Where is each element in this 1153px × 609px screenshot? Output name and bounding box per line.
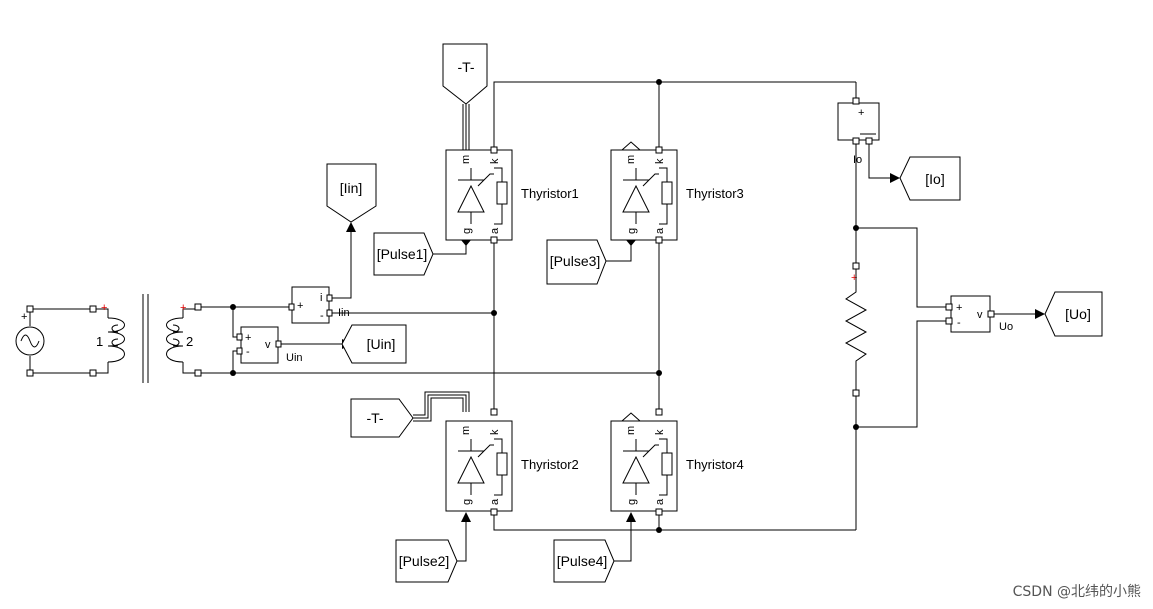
- uin-plus-sign: +: [245, 332, 251, 344]
- thyristor1-pin-k: k: [489, 158, 501, 164]
- thyristor4-pin-g: g: [626, 499, 638, 505]
- thyristor3-pin-a: a: [654, 227, 666, 234]
- from-pulse1-label: [Pulse1]: [377, 246, 428, 262]
- uin-sensor-label: Uin: [286, 352, 303, 364]
- thyristor2-pin-k: k: [489, 429, 501, 435]
- voltage-measurement-uo[interactable]: + - v Uo: [945, 295, 1013, 333]
- primary-winding-label: 1: [96, 334, 103, 349]
- io-sensor-label: Io: [853, 154, 862, 166]
- uo-v-letter: v: [977, 309, 983, 321]
- junction-dots: [230, 79, 859, 533]
- primary-plus-mark: +: [101, 302, 107, 314]
- iin-minus-sign: -: [320, 310, 324, 322]
- from-pulse4[interactable]: [Pulse4]: [553, 539, 615, 583]
- goto-t-top-label: -T-: [457, 59, 474, 75]
- uo-minus-sign: -: [957, 317, 961, 329]
- thyristor1-pin-a: a: [489, 227, 501, 234]
- secondary-plus-mark: +: [180, 302, 186, 314]
- from-pulse4-label: [Pulse4]: [557, 553, 608, 569]
- iin-sensor-label: Iin: [338, 307, 350, 319]
- thyristor3-name: Thyristor3: [686, 186, 744, 201]
- uo-sensor-label: Uo: [999, 321, 1013, 333]
- voltage-measurement-uin[interactable]: + - v Uin: [236, 326, 303, 364]
- goto-io[interactable]: [Io]: [899, 156, 961, 201]
- io-plus-sign: +: [858, 107, 864, 119]
- goto-t-bottom[interactable]: -T-: [350, 398, 414, 438]
- thyristor2-pin-m: m: [460, 426, 472, 435]
- source-plus-mark: +: [21, 311, 27, 323]
- goto-io-label: [Io]: [925, 171, 944, 187]
- thyristor2-pin-g: g: [461, 499, 473, 505]
- goto-t-bottom-label: -T-: [366, 410, 383, 426]
- thyristor1-pin-m: m: [460, 155, 472, 164]
- from-pulse2[interactable]: [Pulse2]: [395, 539, 458, 583]
- thyristor2-pin-a: a: [489, 498, 501, 505]
- goto-uin[interactable]: [Uin]: [341, 324, 407, 364]
- thyristor1-pin-g: g: [461, 228, 473, 234]
- thyristor4-pin-k: k: [654, 429, 666, 435]
- thyristor1-name: Thyristor1: [521, 186, 579, 201]
- thyristor3-pin-g: g: [626, 228, 638, 234]
- watermark: CSDN @北纬的小熊: [1012, 584, 1141, 600]
- current-measurement-iin[interactable]: + - i Iin: [288, 286, 350, 324]
- current-measurement-io[interactable]: + Io: [837, 97, 880, 166]
- wires: [29, 81, 1038, 562]
- iin-i-letter: i: [320, 292, 322, 304]
- iin-plus-sign: +: [297, 300, 303, 312]
- goto-uo[interactable]: [Uo]: [1044, 291, 1103, 337]
- secondary-winding-label: 2: [186, 334, 193, 349]
- resistor-plus-mark: +: [851, 272, 857, 284]
- thyristor4-pin-a: a: [654, 498, 666, 505]
- from-pulse3-label: [Pulse3]: [550, 253, 601, 269]
- thyristor-4[interactable]: m k g a Thyristor4: [610, 408, 744, 516]
- goto-uo-label: [Uo]: [1065, 306, 1091, 322]
- thyristor-2[interactable]: m k g a Thyristor2: [445, 408, 579, 516]
- from-pulse3[interactable]: [Pulse3]: [546, 239, 607, 285]
- from-pulse1[interactable]: [Pulse1]: [373, 232, 434, 276]
- goto-iin-label: [Iin]: [340, 180, 363, 196]
- uo-plus-sign: +: [956, 302, 962, 314]
- thyristor3-pin-m: m: [625, 155, 637, 164]
- transformer[interactable]: + + 1 2: [89, 294, 202, 383]
- ac-voltage-source[interactable]: +: [15, 305, 45, 377]
- thyristor-1[interactable]: m k g a Thyristor1: [445, 146, 579, 244]
- thyristor4-pin-m: m: [625, 426, 637, 435]
- load-resistor[interactable]: +: [844, 262, 868, 397]
- uin-v-letter: v: [265, 339, 271, 351]
- thyristor4-name: Thyristor4: [686, 457, 744, 472]
- goto-iin[interactable]: [Iin]: [326, 163, 377, 223]
- thyristor3-pin-k: k: [654, 158, 666, 164]
- thyristor-3[interactable]: m k g a Thyristor3: [610, 146, 744, 244]
- goto-uin-label: [Uin]: [367, 336, 396, 352]
- uin-minus-sign: -: [246, 346, 250, 358]
- thyristor2-name: Thyristor2: [521, 457, 579, 472]
- from-pulse2-label: [Pulse2]: [399, 553, 450, 569]
- goto-t-top[interactable]: -T-: [442, 43, 488, 105]
